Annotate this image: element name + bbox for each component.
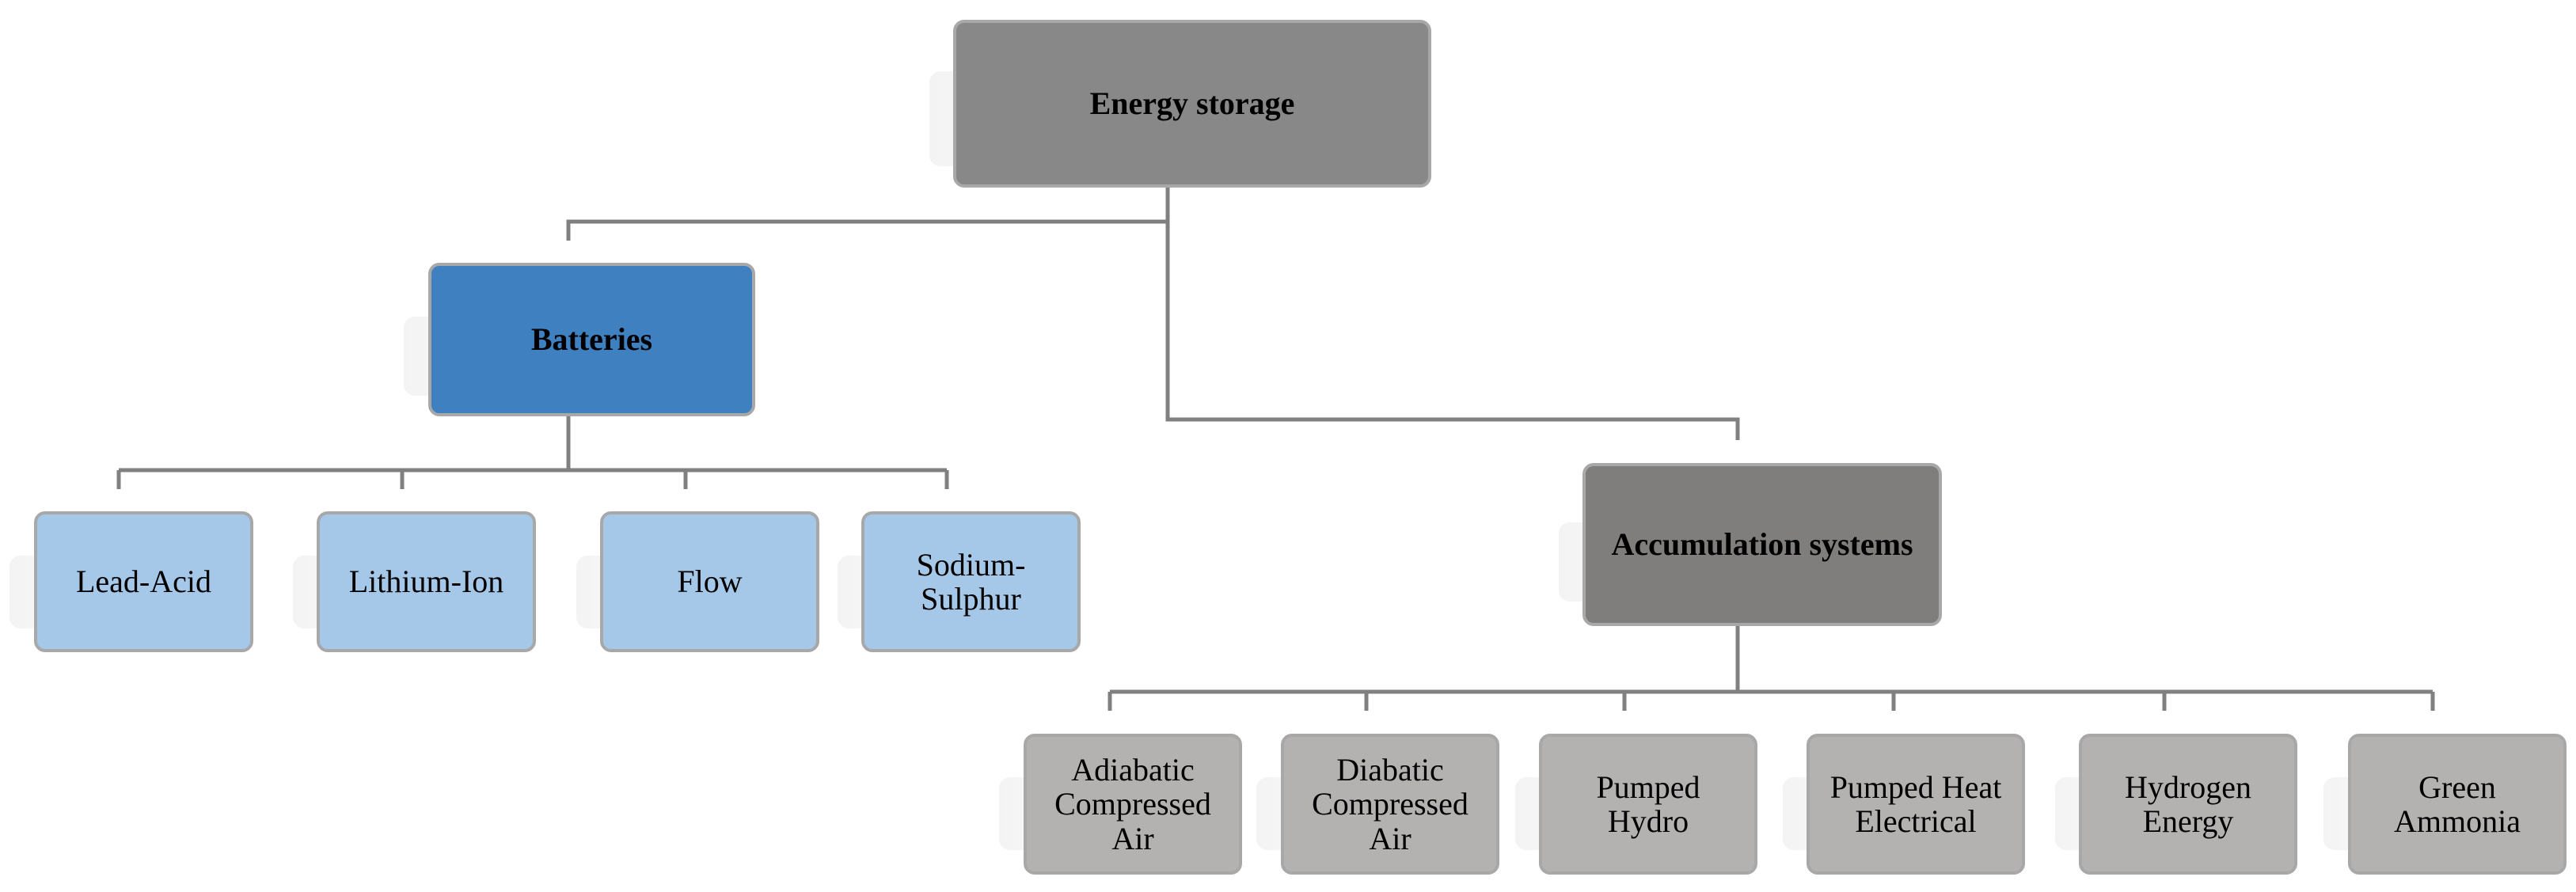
connector-root-accumulation xyxy=(1165,222,1740,440)
battery-child-lithium-ion: Lithium-Ion xyxy=(317,511,536,652)
accum-child-pumped-hydro: Pumped Hydro xyxy=(1539,734,1757,875)
accum-child-diabatic-compressed-air: Diabatic Compressed Air xyxy=(1281,734,1499,875)
battery-child-flow: Flow xyxy=(600,511,819,652)
accum-child-pumped-heat-electrical: Pumped Heat Electrical xyxy=(1807,734,2025,875)
accum-child-adiabatic-compressed-air: Adiabatic Compressed Air xyxy=(1024,734,1242,875)
accum-child-green-ammonia: Green Ammonia xyxy=(2348,734,2567,875)
battery-child-sodium-sulphur: Sodium- Sulphur xyxy=(861,511,1081,652)
connector-root-batteries xyxy=(566,166,1170,241)
accum-child-hydrogen-energy: Hydrogen Energy xyxy=(2079,734,2297,875)
battery-child-lead-acid: Lead-Acid xyxy=(34,511,253,652)
root-node-energy-storage: Energy storage xyxy=(953,20,1431,188)
branch-node-batteries: Batteries xyxy=(428,263,755,416)
branch-node-accumulation-systems: Accumulation systems xyxy=(1582,463,1942,626)
